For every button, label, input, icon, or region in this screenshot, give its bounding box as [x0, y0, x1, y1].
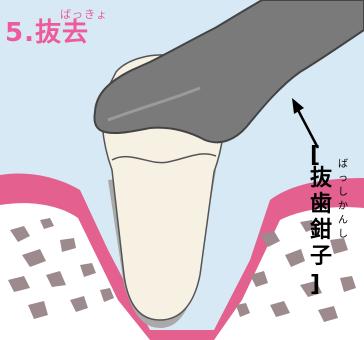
forceps-label-char: 鉗	[309, 218, 332, 243]
ruby-char: ば	[338, 159, 348, 170]
forceps-label-char: 子	[309, 244, 332, 269]
forceps-beak-line	[107, 86, 201, 122]
label-close-bracket: ]	[310, 272, 321, 297]
forceps-icon	[93, 0, 364, 144]
title-ruby: ばっきょ	[60, 8, 108, 21]
page-title: 5.抜去	[5, 18, 89, 48]
forceps-label-char: 抜	[309, 166, 332, 191]
ruby-char: ん	[338, 215, 348, 226]
cemento-enamel-line	[111, 153, 217, 164]
ruby-char: し	[338, 229, 348, 240]
label-open-bracket: [	[310, 143, 321, 168]
forceps-label-ruby: ば っ し か ん し	[337, 158, 349, 242]
bone-pores	[8, 218, 356, 322]
forceps-label: 抜 歯 鉗 子	[308, 166, 334, 270]
forceps-label-char: 歯	[309, 192, 332, 217]
ruby-char: か	[338, 201, 348, 212]
ruby-char: し	[338, 187, 348, 198]
arrow-icon	[292, 98, 320, 149]
ruby-char: っ	[338, 173, 348, 184]
